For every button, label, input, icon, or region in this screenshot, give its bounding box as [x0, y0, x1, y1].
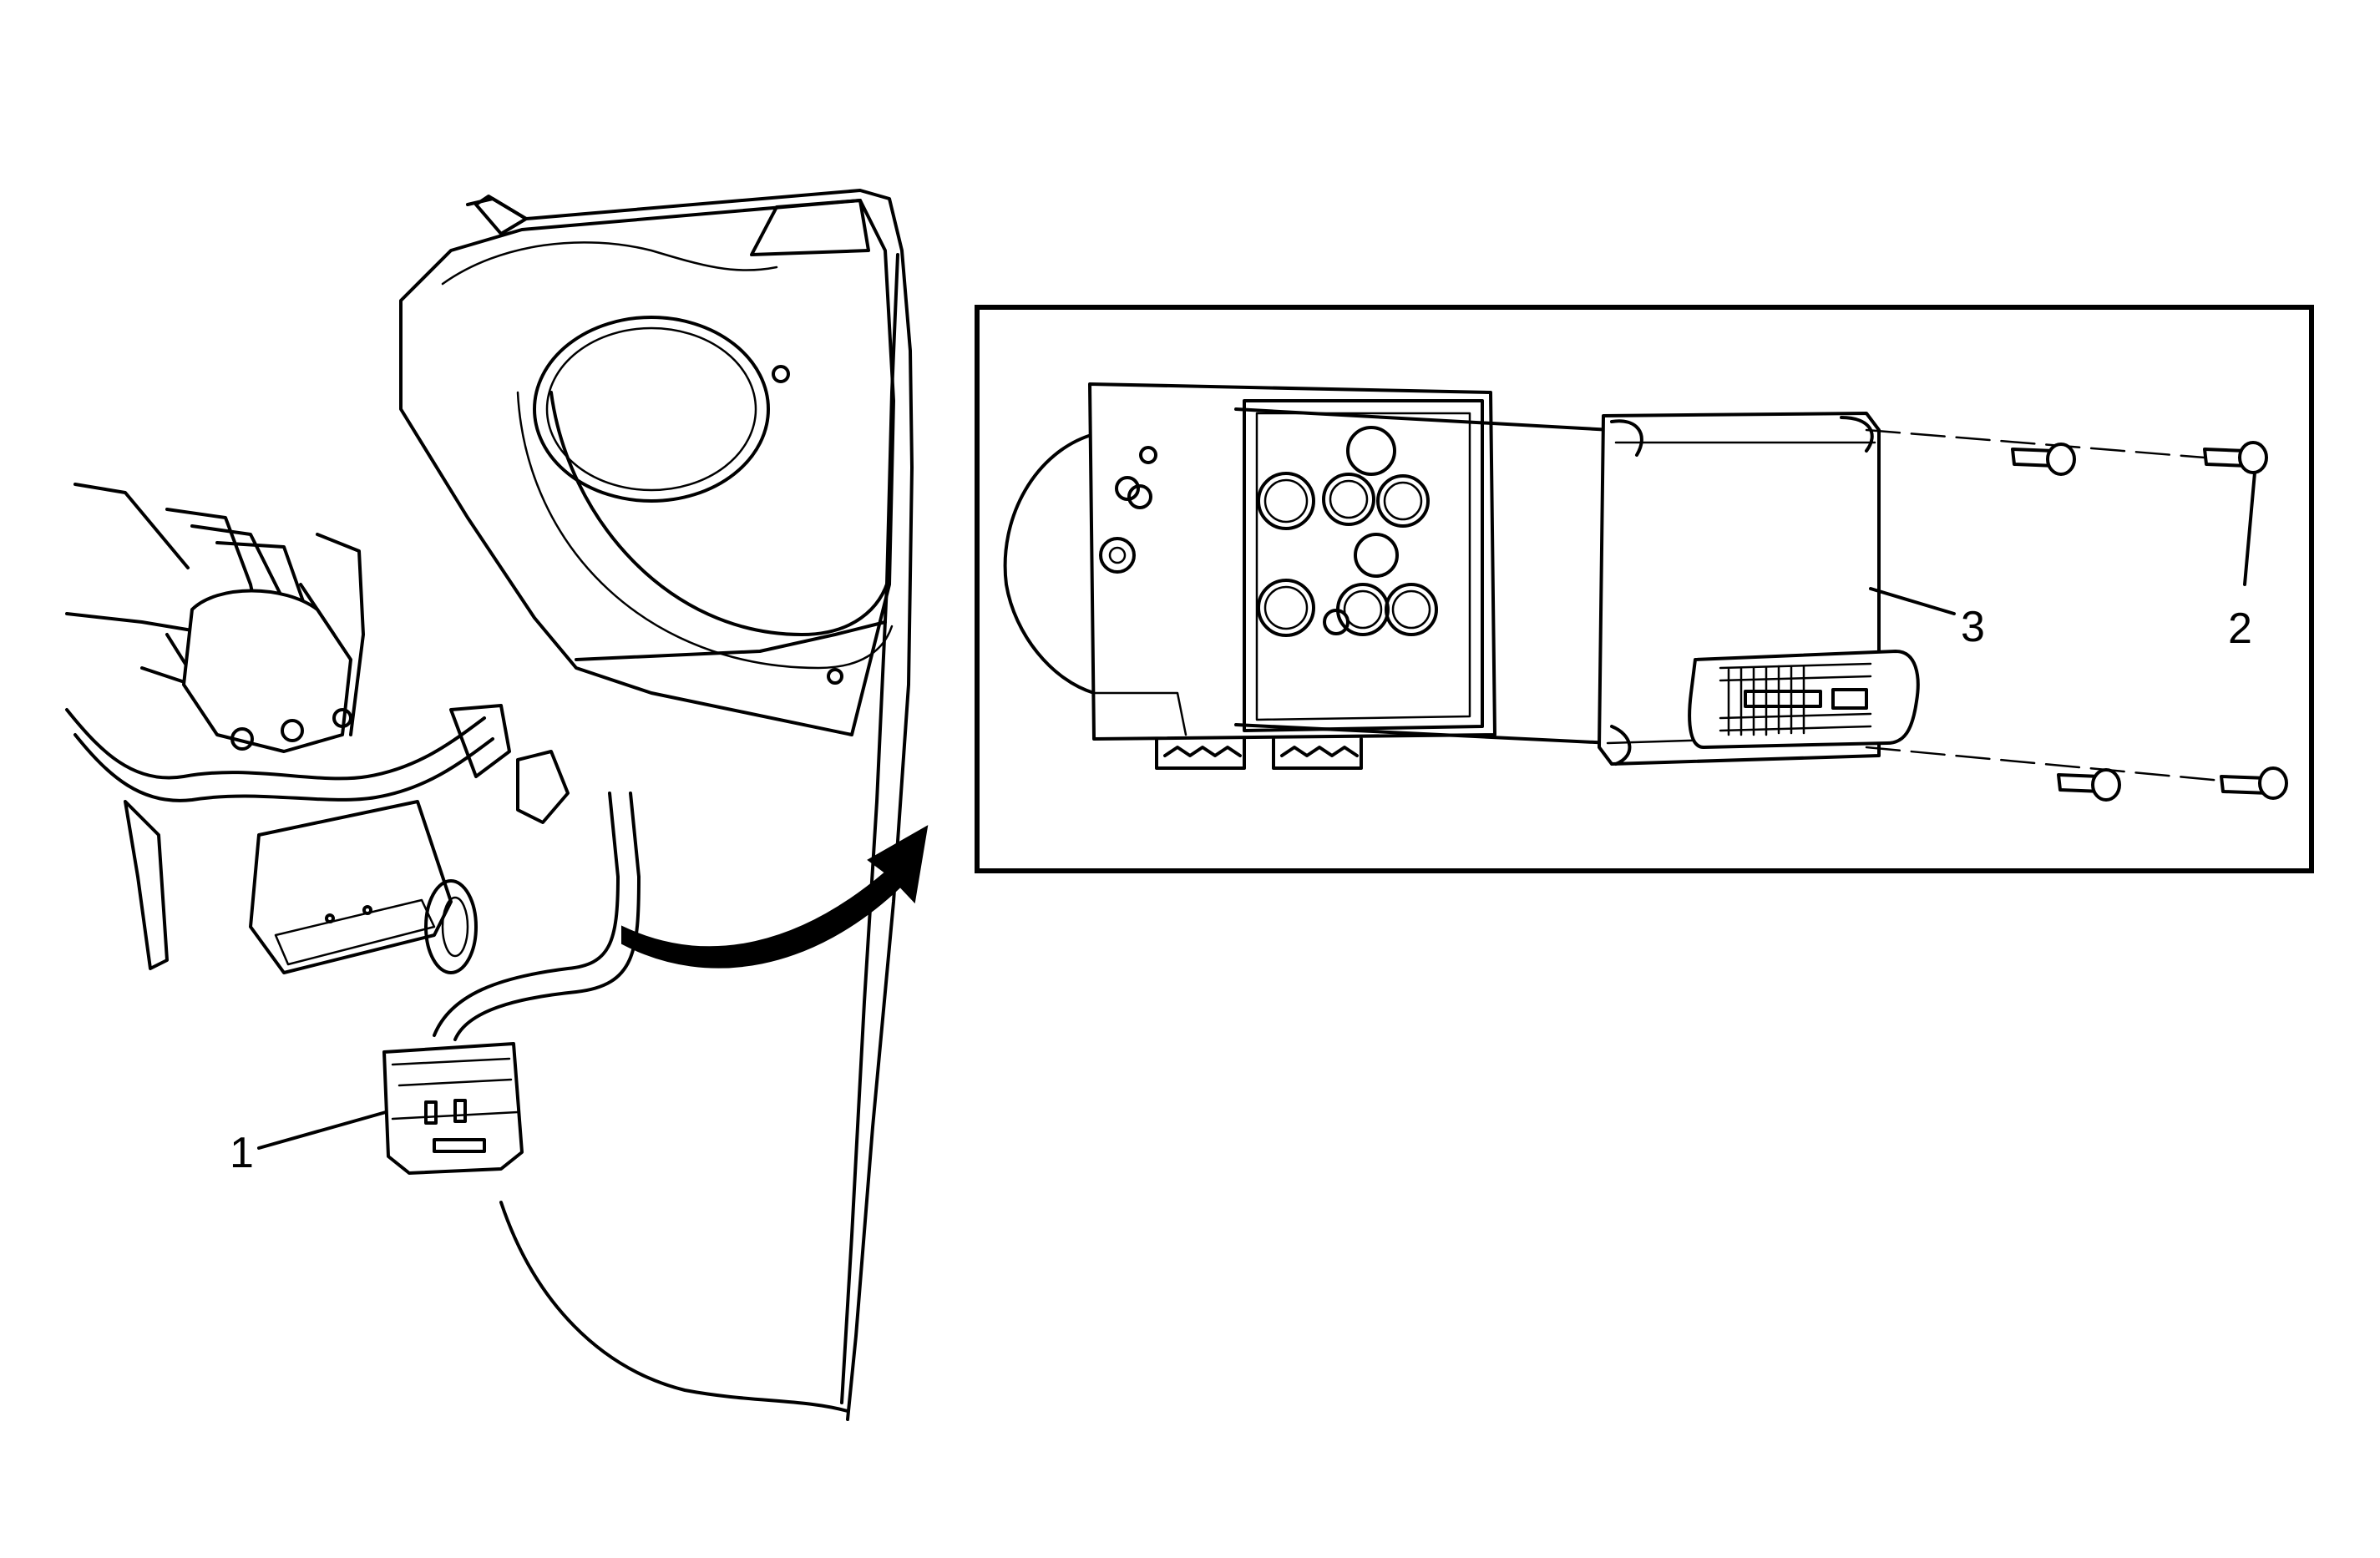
- callout-1-label: 1: [230, 1129, 254, 1177]
- modulator-fitting-c: [332, 708, 352, 728]
- bolt-bottom-installed: [2057, 768, 2121, 802]
- callout-2-label: 2: [2228, 604, 2252, 653]
- panel-notch: [750, 199, 870, 256]
- strut-tower-opening-rim: [545, 326, 757, 492]
- valve-face: [1243, 399, 1484, 732]
- modulator-fitting-a: [230, 727, 254, 751]
- wheelhouse-arch-inner: [549, 391, 891, 636]
- removal-arrow[interactable]: [621, 825, 929, 969]
- mounting-hole-right: [827, 668, 843, 685]
- bolt-bottom-removed: [2220, 766, 2288, 800]
- bpmv-port-b: [1115, 476, 1140, 501]
- bpmv-port-a: [1139, 446, 1157, 464]
- wiring-harness-upper: [65, 708, 486, 781]
- detail-inset: 2 3: [975, 305, 2314, 873]
- modulator-fitting-b: [281, 719, 304, 742]
- inset-frame: [975, 305, 2314, 873]
- bpmv-port-d: [1099, 537, 1136, 574]
- guide-rod-bottom: [1234, 723, 1613, 745]
- callout-1-leader: [257, 1110, 387, 1150]
- callout-2-leader: [2243, 471, 2256, 586]
- bracket-right: [449, 704, 511, 778]
- guide-rod-top: [1234, 407, 1613, 432]
- wheelhouse-ridge: [441, 241, 778, 286]
- bolt-top-removed: [2203, 441, 2268, 474]
- fender-inner-edge: [840, 253, 899, 1404]
- harness-grommet-inner: [441, 896, 469, 958]
- harness-to-connector-2: [453, 792, 641, 1041]
- mounting-hole-top: [772, 365, 790, 383]
- ebcm-screw: [325, 913, 335, 923]
- ebcm-connector-socket: [1688, 650, 1920, 749]
- bracket-tab: [516, 750, 570, 824]
- bpmv-port-d-inner: [1108, 546, 1127, 564]
- modulator-body: [182, 589, 352, 753]
- valve-face-inner: [1255, 412, 1471, 721]
- ebcm-bolt-boss-tl: [1610, 419, 1643, 457]
- wheelhouse-plate: [399, 199, 895, 736]
- bpmv-port-c: [1127, 484, 1152, 509]
- ebcm-bolt-boss-tr: [1840, 416, 1874, 453]
- bolt-top-installed: [2011, 443, 2076, 476]
- wiring-harness-upper-2: [73, 733, 494, 802]
- electrical-connector: [382, 1042, 524, 1175]
- harness-to-connector: [433, 792, 620, 1037]
- panel-tab: [474, 195, 528, 235]
- strut-tower-opening: [533, 316, 770, 503]
- mount-foot-right: [1272, 737, 1363, 770]
- ebcm-module-face: [274, 898, 436, 966]
- ebcm-screw-2: [362, 905, 372, 915]
- bracket-left: [124, 800, 169, 970]
- wheelhouse-flange: [575, 620, 887, 661]
- bolt-path-bottom: [1865, 746, 2223, 782]
- engine-compartment-view: 1: [65, 189, 929, 1421]
- mount-foot-left: [1155, 737, 1246, 770]
- harness-grommet: [424, 879, 478, 974]
- bpmv-lower-edge: [1092, 691, 1187, 736]
- fender-lower-curve: [499, 1201, 849, 1413]
- bpmv-motor: [1003, 432, 1096, 695]
- callout-3-label: 3: [1961, 603, 1985, 651]
- bolt-path-top: [1865, 428, 2206, 459]
- wheelhouse-arch-outer: [516, 391, 894, 670]
- valve-coils: [1257, 426, 1438, 637]
- callout-3-leader: [1869, 587, 1956, 615]
- ebcm-bolt-boss-bl: [1610, 725, 1632, 766]
